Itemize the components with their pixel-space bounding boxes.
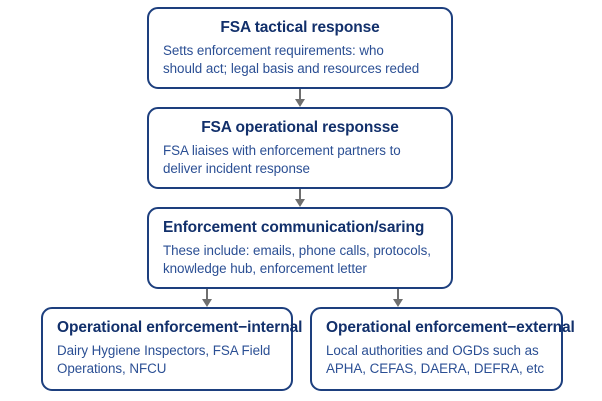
node-title: Operational enforcement−external — [326, 319, 575, 336]
node-fsa-operational-response: FSA operational responsse FSA liaises wi… — [147, 107, 453, 189]
arrow-head-icon — [295, 199, 305, 207]
node-title: Operational enforcement−internal — [57, 319, 303, 336]
node-body: Setts enforcement requirements: who shou… — [163, 42, 437, 77]
node-body: FSA liaises with enforcement partners to… — [163, 142, 437, 177]
node-fsa-tactical-response: FSA tactical response Setts enforcement … — [147, 7, 453, 89]
node-title: FSA tactical response — [220, 19, 380, 36]
node-body-line: Setts enforcement requirements: who — [163, 43, 384, 58]
connector-stem — [299, 189, 301, 200]
arrow-head-icon — [202, 299, 212, 307]
connector-stem — [206, 289, 208, 300]
node-body-line: APHA, CEFAS, DAERA, DEFRA, etc — [326, 360, 545, 376]
node-body-line: knowledge hub, enforcement letter — [163, 260, 367, 276]
connector-stem — [397, 289, 399, 300]
node-body: These include: emails, phone calls, prot… — [163, 242, 437, 277]
connector-stem — [299, 89, 301, 100]
node-body-line: These include: emails, phone calls, prot… — [163, 243, 431, 258]
node-operational-enforcement-internal: Operational enforcement−internal Dairy H… — [41, 307, 303, 391]
node-body-line: FSA liaises with enforcement partners to — [163, 143, 401, 158]
node-title: FSA operational responsse — [201, 119, 399, 136]
node-body-line: should act; legal basis and resources re… — [163, 60, 420, 76]
node-body-line: Operations, NFCU — [57, 360, 167, 376]
node-enforcement-communication: Enforcement communication/saring These i… — [147, 207, 453, 289]
arrow-head-icon — [393, 299, 403, 307]
node-body-line: Local authorities and OGDs such as — [326, 343, 539, 358]
node-body-line: Dairy Hygiene Inspectors, FSA Field — [57, 343, 271, 358]
node-body: Dairy Hygiene Inspectors, FSA Field Oper… — [57, 342, 277, 377]
node-body-line: deliver incident response — [163, 160, 310, 176]
arrow-head-icon — [295, 99, 305, 107]
node-title: Enforcement communication/saring — [163, 219, 425, 236]
node-body: Local authorities and OGDs such as APHA,… — [326, 342, 547, 377]
node-operational-enforcement-external: Operational enforcement−external Local a… — [310, 307, 575, 391]
